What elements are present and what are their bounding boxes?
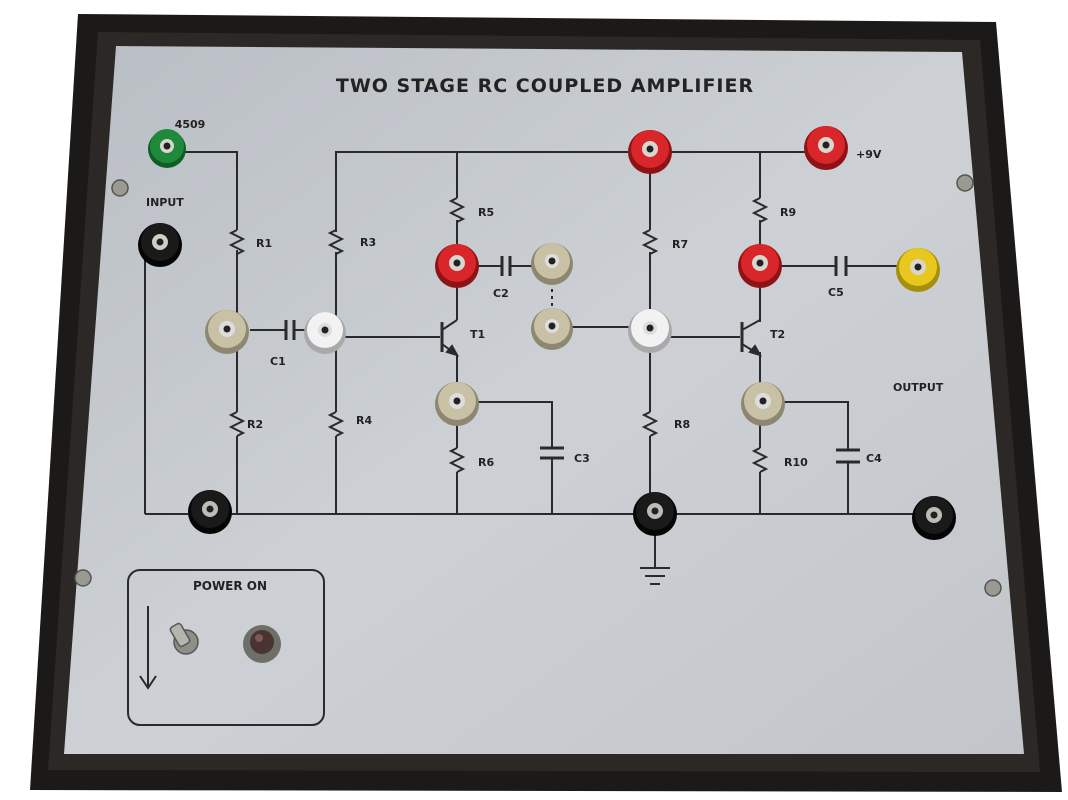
vcc-terminal-red-1[interactable] bbox=[628, 130, 672, 174]
c1-input-terminal[interactable] bbox=[205, 310, 249, 354]
screw-icon bbox=[984, 579, 1002, 597]
resistor-r7-icon bbox=[641, 229, 659, 255]
aluminum-panel bbox=[64, 46, 1024, 754]
power-on-label: POWER ON bbox=[193, 579, 267, 593]
label-t1: T1 bbox=[470, 328, 485, 341]
down-arrow-icon bbox=[139, 606, 157, 690]
input-terminal-green[interactable] bbox=[148, 129, 186, 168]
capacitors bbox=[284, 256, 860, 464]
capacitor-c3-icon bbox=[540, 446, 564, 460]
label-r2: R2 bbox=[247, 418, 263, 431]
label-output: OUTPUT bbox=[893, 381, 944, 394]
collector-t1-terminal[interactable] bbox=[435, 244, 479, 288]
label-r9: R9 bbox=[780, 206, 796, 219]
resistor-r4-icon bbox=[327, 411, 345, 437]
label-c1: C1 bbox=[270, 355, 286, 368]
capacitor-c1-icon bbox=[284, 320, 296, 340]
output-terminal-yellow[interactable] bbox=[896, 248, 940, 292]
ground-terminal-right[interactable] bbox=[912, 496, 956, 540]
label-vcc: +9V bbox=[856, 148, 882, 161]
screw-icon bbox=[74, 569, 92, 587]
ground-terminal-left[interactable] bbox=[188, 490, 232, 534]
component-labels: R1 R2 R3 R4 R5 R6 R7 R8 R9 R10 C1 C2 C3 … bbox=[146, 148, 944, 469]
label-r7: R7 bbox=[672, 238, 688, 251]
resistor-r1-icon bbox=[228, 229, 246, 255]
capacitor-c5-icon bbox=[834, 256, 848, 276]
label-r3: R3 bbox=[360, 236, 376, 249]
transistor-t2-icon bbox=[740, 319, 763, 357]
label-r10: R10 bbox=[784, 456, 808, 469]
resistor-r5-icon bbox=[448, 197, 466, 223]
transistor-t1-icon bbox=[440, 319, 460, 357]
power-indicator-led bbox=[243, 625, 281, 663]
c2-patch-terminal[interactable] bbox=[531, 243, 573, 285]
power-toggle-switch[interactable] bbox=[169, 622, 199, 655]
screw-icons bbox=[74, 174, 1002, 597]
resistors bbox=[228, 197, 769, 473]
input-terminal-black[interactable] bbox=[138, 223, 182, 267]
resistor-r8-icon bbox=[641, 411, 659, 437]
interstage-patch-terminal[interactable] bbox=[531, 308, 573, 350]
label-r1: R1 bbox=[256, 237, 272, 250]
model-number: 4509 bbox=[175, 118, 206, 131]
panel-title: TWO STAGE RC COUPLED AMPLIFIER bbox=[336, 75, 754, 97]
ground-terminal-center[interactable] bbox=[633, 492, 677, 536]
t2-base-terminal-white[interactable] bbox=[628, 309, 672, 353]
screw-icon bbox=[111, 179, 129, 197]
resistor-r3-icon bbox=[327, 229, 345, 255]
label-r4: R4 bbox=[356, 414, 372, 427]
resistor-r6-icon bbox=[448, 447, 466, 473]
label-c5: C5 bbox=[828, 286, 844, 299]
label-c3: C3 bbox=[574, 452, 590, 465]
resistor-r2-icon bbox=[228, 411, 246, 437]
capacitor-c4-icon bbox=[836, 448, 860, 464]
label-t2: T2 bbox=[770, 328, 785, 341]
resistor-r10-icon bbox=[751, 447, 769, 473]
capacitor-c2-icon bbox=[500, 256, 512, 276]
t1-emitter-terminal[interactable] bbox=[435, 382, 479, 426]
vcc-terminal-red-2[interactable] bbox=[804, 126, 848, 170]
label-r8: R8 bbox=[674, 418, 690, 431]
power-section-box bbox=[127, 569, 325, 726]
screw-icon bbox=[956, 174, 974, 192]
label-c4: C4 bbox=[866, 452, 882, 465]
collector-t2-terminal[interactable] bbox=[738, 244, 782, 288]
label-input: INPUT bbox=[146, 196, 184, 209]
label-r6: R6 bbox=[478, 456, 494, 469]
t2-emitter-terminal[interactable] bbox=[741, 382, 785, 426]
label-c2: C2 bbox=[493, 287, 509, 300]
terminals bbox=[138, 126, 956, 540]
t1-base-terminal-white[interactable] bbox=[304, 312, 346, 354]
resistor-r9-icon bbox=[751, 197, 769, 223]
label-r5: R5 bbox=[478, 206, 494, 219]
